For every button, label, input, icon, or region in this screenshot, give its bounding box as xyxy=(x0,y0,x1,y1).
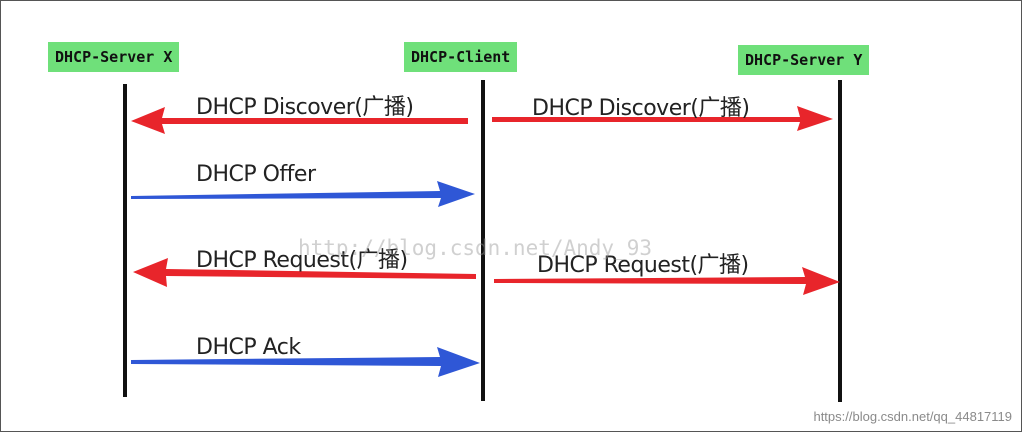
message-request-x: DHCP Request(广播) xyxy=(196,248,408,273)
message-ack: DHCP Ack xyxy=(196,335,301,360)
footer-watermark: https://blog.csdn.net/qq_44817119 xyxy=(813,409,1012,424)
participant-client: DHCP-Client xyxy=(404,42,518,72)
arrow-offer xyxy=(131,181,475,207)
participant-server-y: DHCP-Server Y xyxy=(738,45,870,75)
arrow-discover-to-server-x xyxy=(131,107,468,134)
watermark-text: http://blog.csdn.net/Andy_93 xyxy=(298,236,653,260)
participant-server-x: DHCP-Server X xyxy=(48,42,180,72)
arrow-request-to-server-y xyxy=(494,267,840,295)
arrow-ack xyxy=(131,347,480,377)
message-request-y: DHCP Request(广播) xyxy=(537,253,749,278)
arrow-request-to-server-x xyxy=(133,258,476,287)
message-offer: DHCP Offer xyxy=(196,162,316,187)
message-discover-x: DHCP Discover(广播) xyxy=(196,95,414,120)
message-discover-y: DHCP Discover(广播) xyxy=(532,96,750,121)
arrow-discover-to-server-y xyxy=(492,106,833,131)
